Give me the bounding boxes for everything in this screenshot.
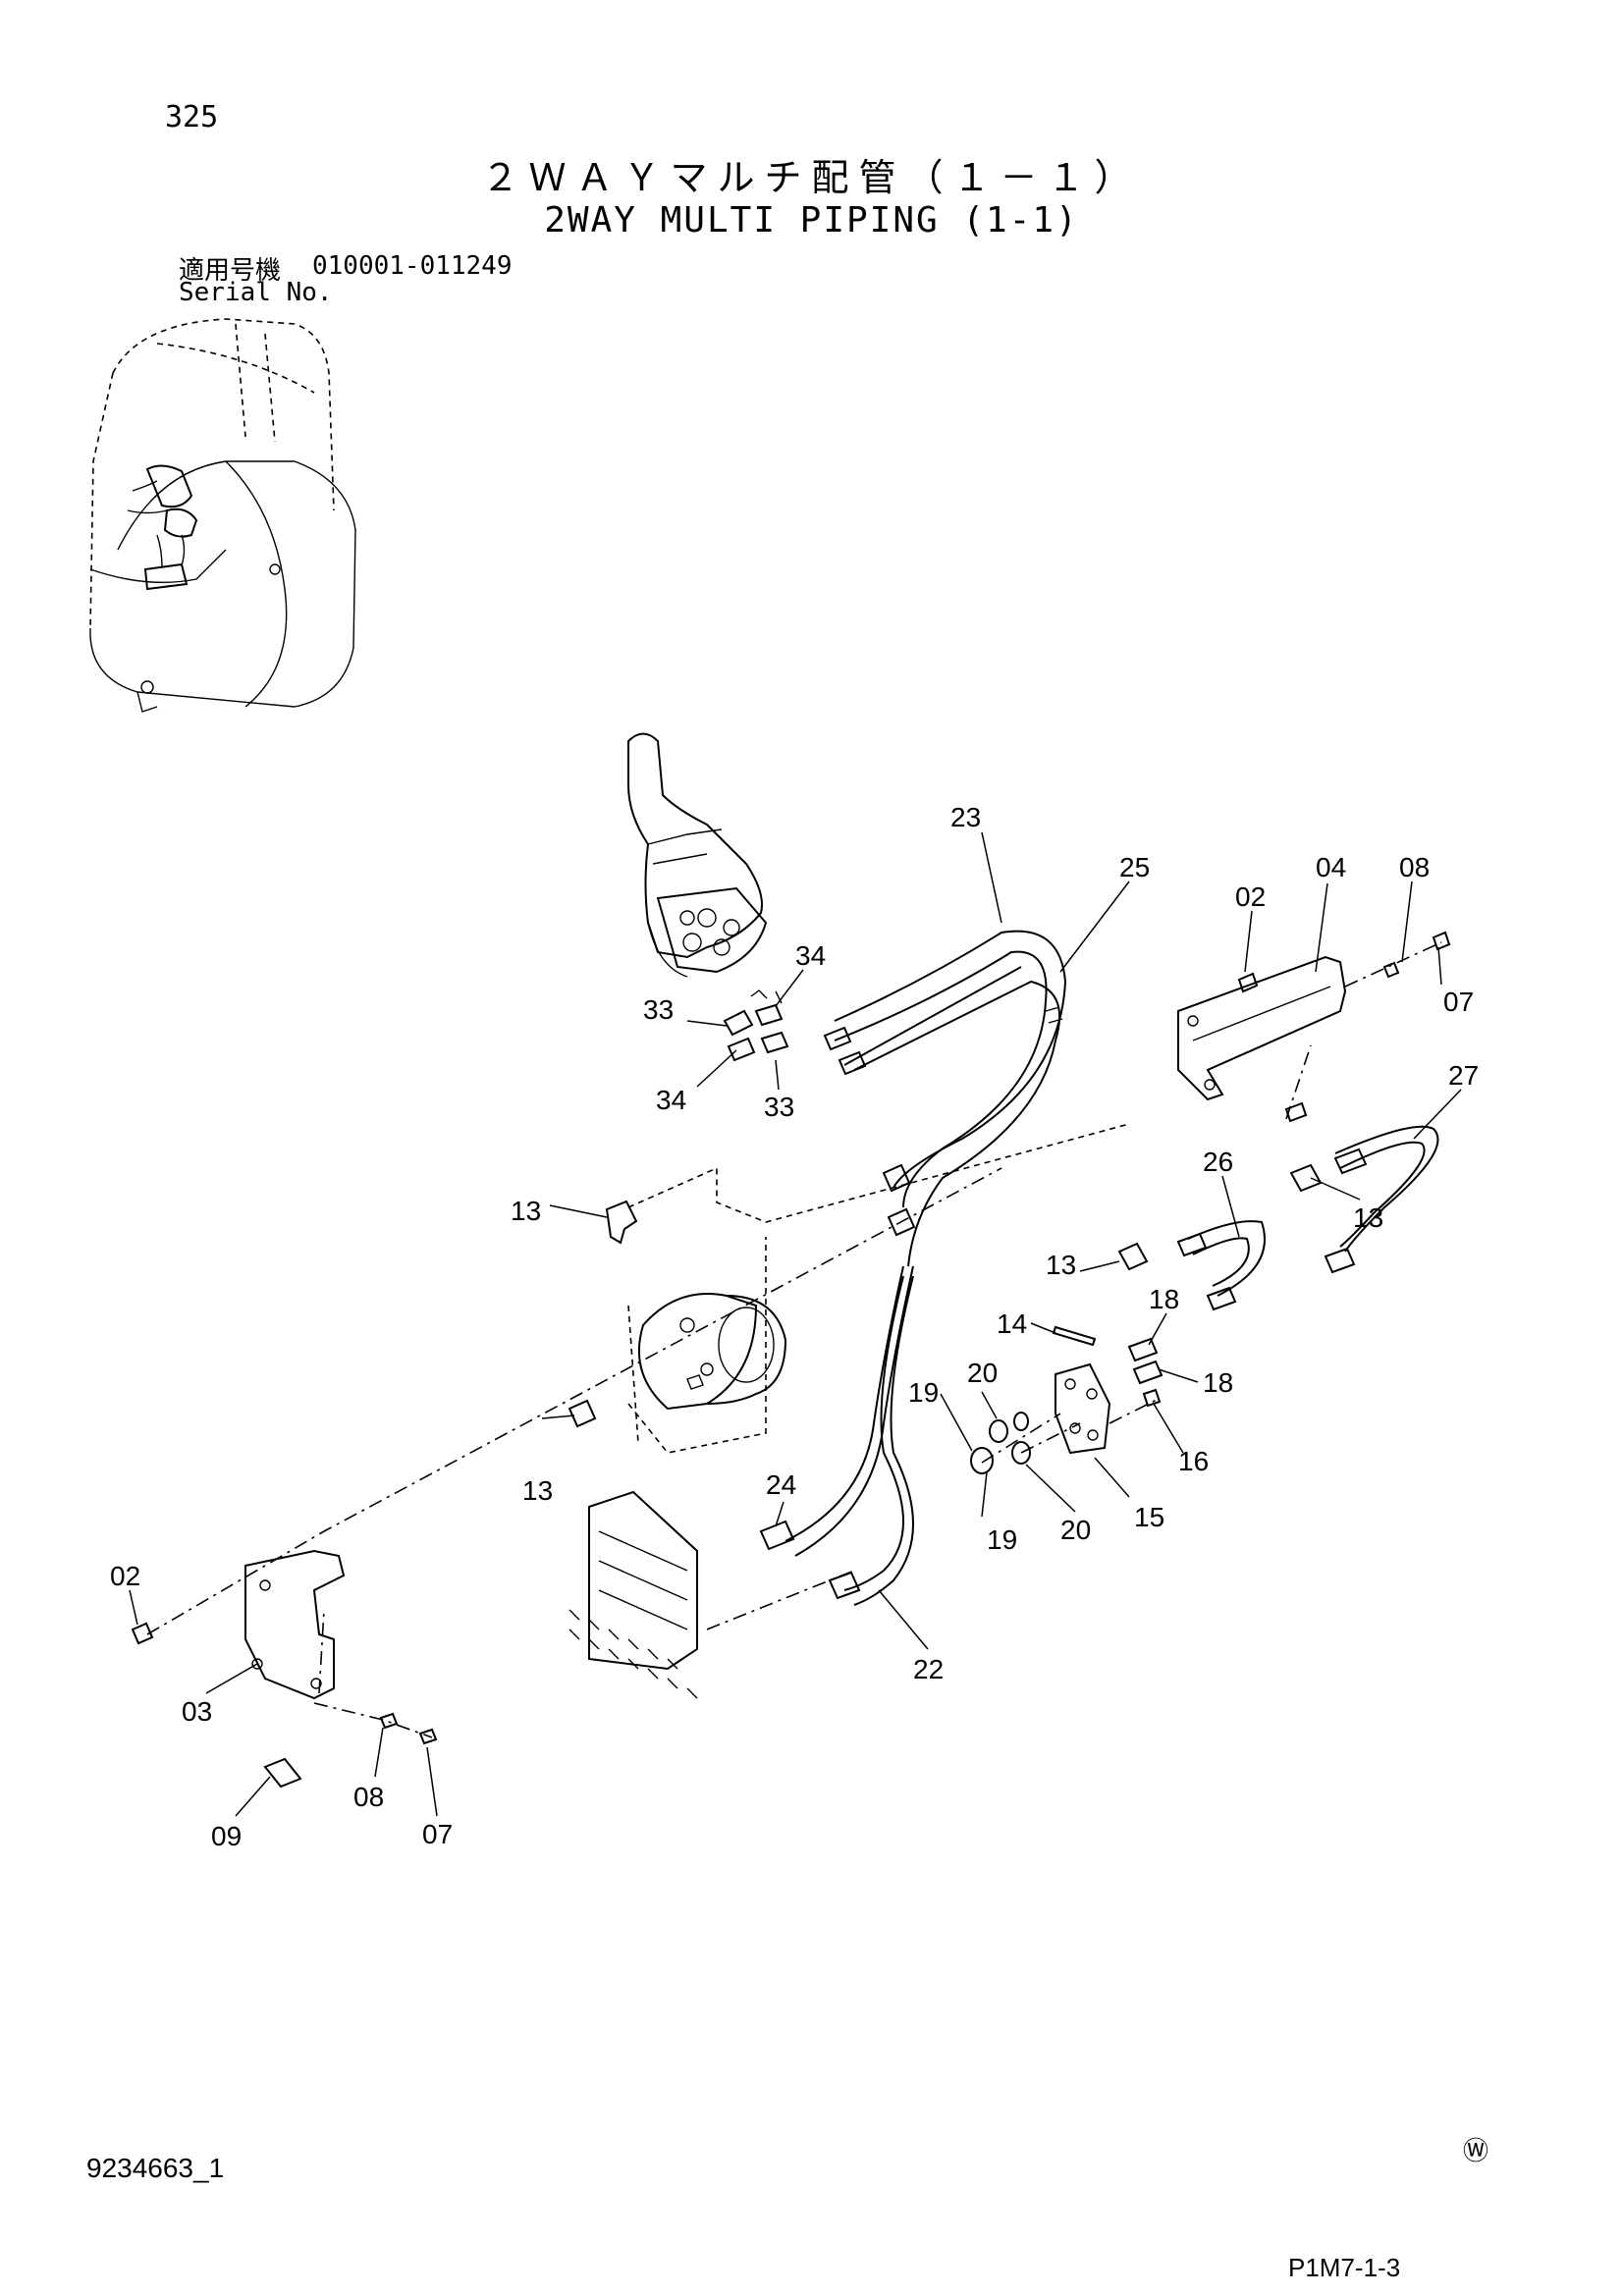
callout-18: 18 bbox=[1203, 1367, 1233, 1398]
callout-07: 07 bbox=[1443, 987, 1474, 1017]
solenoid-valve-block bbox=[627, 1237, 787, 1454]
callout-09: 09 bbox=[211, 1821, 242, 1851]
callout-20: 20 bbox=[967, 1358, 998, 1388]
cab-highlighted-component bbox=[127, 464, 198, 591]
callout-leader-lines bbox=[129, 831, 1462, 1817]
callout-03: 03 bbox=[182, 1696, 212, 1727]
callout-25: 25 bbox=[1119, 852, 1150, 882]
serial-number-range: 010001-011249 bbox=[312, 251, 513, 281]
page-title-english: 2WAY MULTI PIPING (1-1) bbox=[544, 200, 1079, 240]
hose-26-27 bbox=[1176, 1125, 1439, 1311]
callout-33: 33 bbox=[643, 994, 674, 1025]
callout-19: 19 bbox=[987, 1524, 1017, 1555]
elbow-fittings-33-34 bbox=[723, 989, 789, 1062]
callout-04: 04 bbox=[1316, 852, 1346, 882]
callout-19: 19 bbox=[908, 1377, 939, 1408]
valve-connector-bank bbox=[568, 1490, 855, 1699]
callout-34: 34 bbox=[795, 940, 826, 971]
callout-24: 24 bbox=[766, 1469, 796, 1500]
bracket-04-assembly bbox=[1177, 931, 1451, 1123]
callout-13: 13 bbox=[511, 1196, 541, 1226]
serial-label-english: Serial No. bbox=[179, 278, 333, 307]
callout-16: 16 bbox=[1178, 1446, 1209, 1476]
callout-20: 20 bbox=[1060, 1515, 1091, 1545]
callout-02: 02 bbox=[110, 1561, 140, 1591]
callout-13: 13 bbox=[1353, 1202, 1383, 1233]
mounting-plate-15 bbox=[970, 1325, 1163, 1474]
watermark-symbol: Ⓦ bbox=[1463, 2137, 1488, 2166]
callout-08: 08 bbox=[353, 1782, 384, 1812]
callout-labels: 23 25 02 04 08 07 34 33 34 33 27 26 13 1… bbox=[110, 802, 1479, 1851]
hose-23-25 bbox=[823, 930, 1067, 1267]
callout-15: 15 bbox=[1134, 1502, 1164, 1532]
page-code: P1M7-1-3 bbox=[1288, 2253, 1401, 2282]
control-lever-assembly bbox=[627, 732, 768, 978]
callout-08: 08 bbox=[1399, 852, 1430, 882]
cab-overview-thumbnail bbox=[89, 318, 356, 713]
callout-18: 18 bbox=[1149, 1284, 1179, 1314]
callout-26: 26 bbox=[1203, 1147, 1233, 1177]
document-number: 9234663_1 bbox=[86, 2153, 225, 2183]
callout-33: 33 bbox=[764, 1092, 794, 1122]
page-title-japanese: ２ＷＡＹマルチ配管（１－１） bbox=[481, 156, 1142, 199]
svg-text:Ⓦ: Ⓦ bbox=[1463, 2137, 1488, 2166]
bracket-03-assembly bbox=[131, 1167, 1002, 1789]
callout-13: 13 bbox=[522, 1475, 553, 1506]
callout-13: 13 bbox=[1046, 1250, 1076, 1280]
callout-14: 14 bbox=[997, 1308, 1027, 1339]
callout-22: 22 bbox=[913, 1654, 944, 1684]
callout-23: 23 bbox=[950, 802, 981, 832]
callout-07: 07 bbox=[422, 1819, 453, 1849]
serial-label-japanese: 適用号機 bbox=[179, 256, 282, 286]
callout-27: 27 bbox=[1448, 1060, 1479, 1091]
callout-02: 02 bbox=[1235, 881, 1266, 912]
page-number: 325 bbox=[165, 100, 219, 134]
callout-34: 34 bbox=[656, 1085, 686, 1115]
hose-22-24 bbox=[759, 1265, 914, 1606]
